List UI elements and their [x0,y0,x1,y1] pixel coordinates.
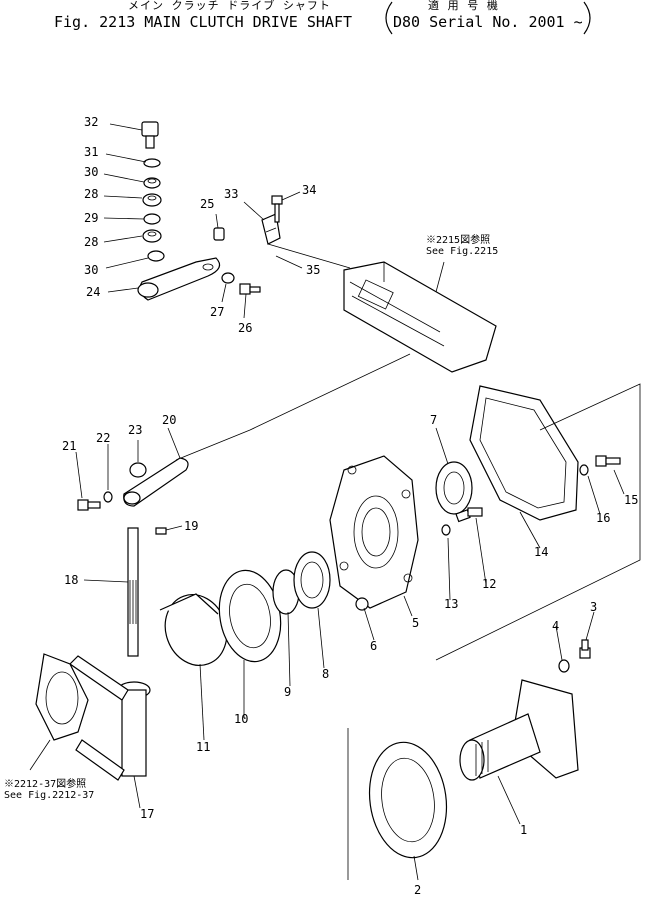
callout-32: 32 [84,115,99,129]
assembly-box-right [435,383,641,661]
callout-17: 17 [140,807,155,821]
part-bolt-12 [455,507,483,523]
bracket-left [385,1,393,35]
part-washer-27 [221,272,235,284]
leader-housing-20 [175,353,411,461]
callout-4: 4 [552,619,560,633]
ref-arrow-2215 [435,261,445,293]
part-nut-30a [143,177,161,189]
callout-7: 7 [430,413,438,427]
bracket-right [583,1,591,35]
callout-2: 2 [414,883,422,897]
callout-12: 12 [482,577,497,591]
ref-2212-en: See Fig.2212-37 [4,790,95,801]
callout-13: 13 [444,597,459,611]
callout-24: 24 [86,285,101,299]
callout-19: 19 [184,519,199,533]
part-key-19 [155,527,167,535]
part-plate-11 [159,593,228,666]
part-seal-7 [435,461,473,515]
callout-11: 11 [196,740,211,754]
figure-title: Fig. 2213 MAIN CLUTCH DRIVE SHAFT [54,13,353,31]
part-bolt-15 [595,455,621,467]
part-pin-25 [213,227,225,241]
part-bolt-32 [141,121,159,149]
callout-9: 9 [284,685,292,699]
part-washer-13 [441,524,451,536]
part-housing-ref-2215 [343,261,497,373]
callout-18: 18 [64,573,79,587]
part-ring-23 [129,462,147,478]
callout-30b: 30 [84,263,99,277]
callout-15: 15 [624,493,639,507]
callout-28b: 28 [84,235,99,249]
callout-1: 1 [520,823,528,837]
callout-26: 26 [238,321,253,335]
part-nut-6 [355,597,369,611]
part-washer-31 [143,158,161,168]
callout-28a: 28 [84,187,99,201]
part-yoke-17 [69,655,151,781]
callout-3: 3 [590,600,598,614]
part-cage-5 [329,455,419,609]
part-flange-2 [368,741,448,859]
callout-30a: 30 [84,165,99,179]
part-gasket-14 [469,385,579,521]
callout-20: 20 [162,413,177,427]
callout-6: 6 [370,639,378,653]
callout-22: 22 [96,431,111,445]
applicability-label: 適 用 号 機 [428,0,499,12]
callout-16: 16 [596,511,611,525]
part-seat-28b [142,229,162,243]
part-bearing-8 [293,551,331,609]
part-washer-22 [103,491,113,503]
callout-leaders [75,123,625,881]
callout-25: 25 [200,197,215,211]
part-pin-35 [267,243,351,269]
ref-2212-jp: ※2212-37図参照 [4,779,87,790]
title-kana: メイン クラッチ ドライブ シャフト [128,0,331,12]
part-nut-30b [147,250,165,262]
part-collar-ref-2212 [35,653,89,741]
callout-23: 23 [128,423,143,437]
callout-5: 5 [412,616,420,630]
part-washer-16 [579,464,589,476]
callout-29: 29 [84,211,99,225]
callout-34: 34 [302,183,317,197]
ref-2215-jp: ※2215図参照 [426,235,491,246]
ref-2215-en: See Fig.2215 [426,246,499,257]
part-washer-4 [558,659,570,673]
callout-14: 14 [534,545,549,559]
part-bolt-26 [239,283,261,295]
part-bolt-3 [579,639,591,659]
part-bolt-21 [77,499,101,511]
serial-range: D80 Serial No. 2001 ~ [393,13,583,31]
callout-21: 21 [62,439,77,453]
part-seat-28a [142,193,162,207]
callout-31: 31 [84,145,99,159]
part-bushing-29 [143,213,161,225]
ref-arrow-2212 [29,739,51,771]
callout-10: 10 [234,712,249,726]
part-shaft-18 [127,527,139,657]
callout-27: 27 [210,305,225,319]
callout-33: 33 [224,187,239,201]
part-flange-10 [218,569,282,663]
part-drive-shaft-1 [459,679,579,781]
callout-8: 8 [322,667,330,681]
callout-35: 35 [306,263,321,277]
